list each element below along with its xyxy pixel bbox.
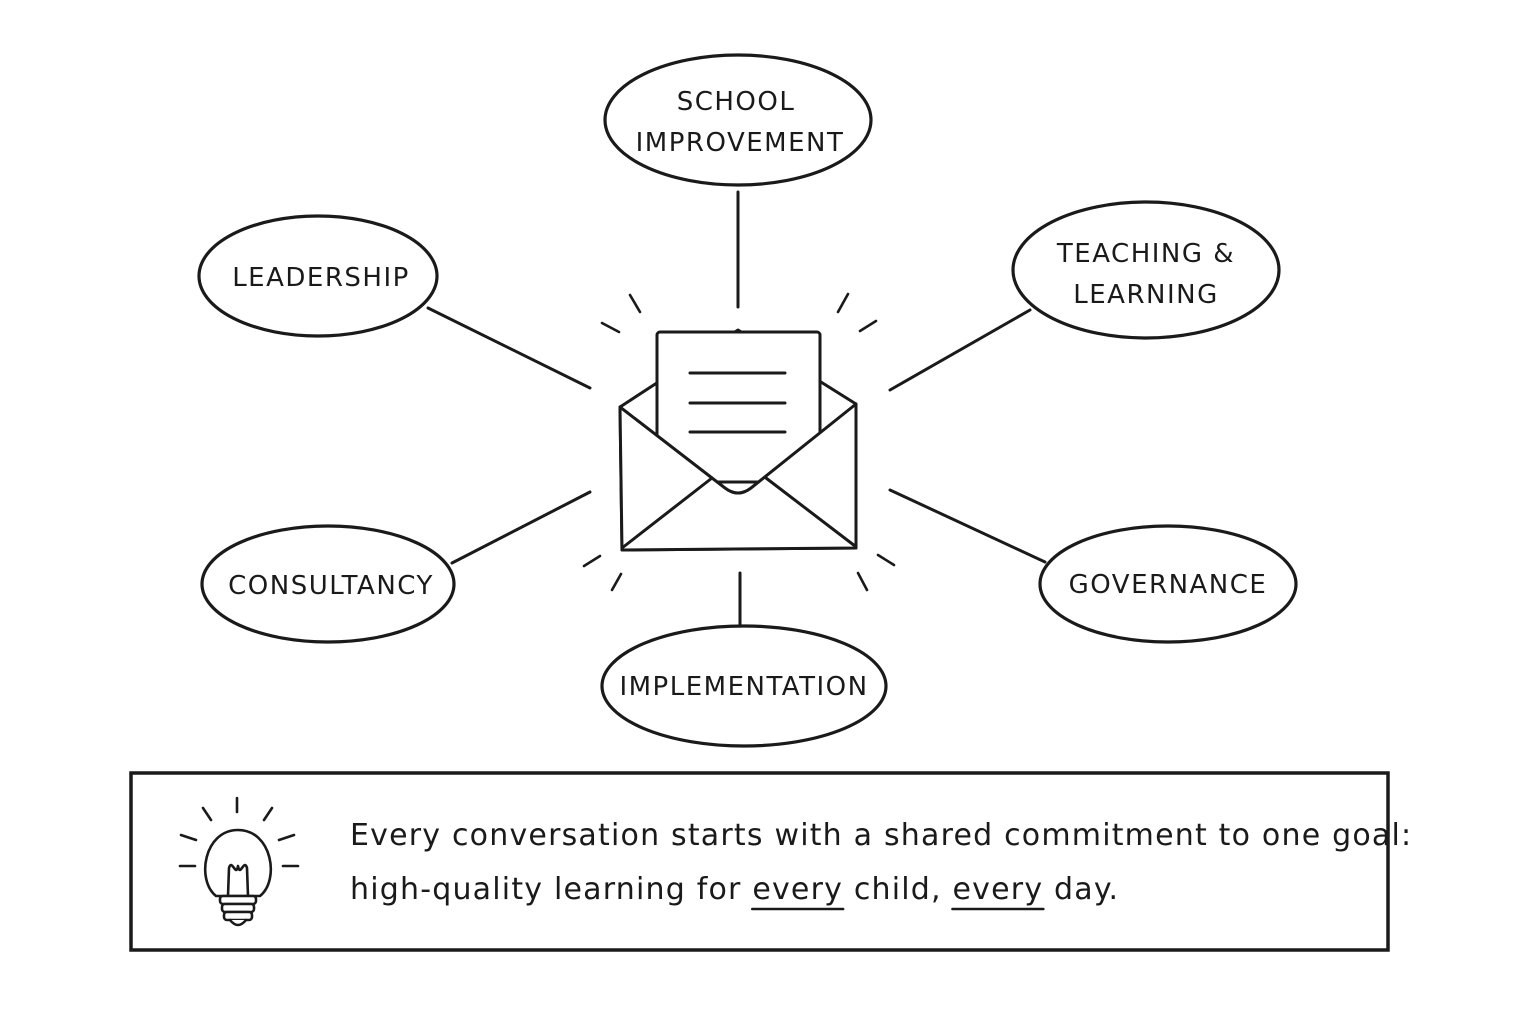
connector-leadership: [426, 306, 592, 390]
connector-consultancy: [450, 490, 592, 565]
node-school-improvement: SCHOOL IMPROVEMENT: [603, 53, 873, 187]
connector-governance: [888, 488, 1047, 564]
lightbulb-icon: [178, 796, 300, 927]
node-governance: GOVERNANCE: [1038, 524, 1298, 644]
node-school-improvement-line1: SCHOOL: [677, 87, 796, 117]
node-consultancy-label: CONSULTANCY: [228, 571, 434, 601]
callout-line-2-part1: high-quality learning for: [350, 872, 752, 907]
node-leadership: LEADERSHIP: [197, 214, 439, 338]
node-leadership-label: LEADERSHIP: [232, 263, 410, 293]
node-school-improvement-line2: IMPROVEMENT: [636, 128, 845, 158]
callout-line-2: high-quality learning for every child, e…: [350, 872, 1119, 907]
node-consultancy: CONSULTANCY: [200, 524, 456, 644]
callout-line-2-part3: day.: [1043, 872, 1119, 907]
callout-line-1: Every conversation starts with a shared …: [350, 818, 1412, 853]
node-teaching-learning-line1: TEACHING &: [1056, 239, 1235, 269]
node-teaching-learning: TEACHING & LEARNING: [1011, 200, 1281, 340]
callout-every-1: every: [752, 872, 843, 907]
node-implementation-label: IMPLEMENTATION: [619, 672, 868, 702]
connector-teaching-learning: [888, 308, 1032, 392]
callout-every-2: every: [953, 872, 1044, 907]
node-teaching-learning-line2: LEARNING: [1073, 280, 1218, 310]
callout-box: Every conversation starts with a shared …: [129, 771, 1412, 952]
node-implementation: IMPLEMENTATION: [600, 624, 888, 748]
connectors: [426, 190, 1047, 628]
callout-line-2-part2: child,: [843, 872, 952, 907]
node-governance-label: GOVERNANCE: [1069, 570, 1268, 600]
envelope-icon: [582, 292, 896, 592]
